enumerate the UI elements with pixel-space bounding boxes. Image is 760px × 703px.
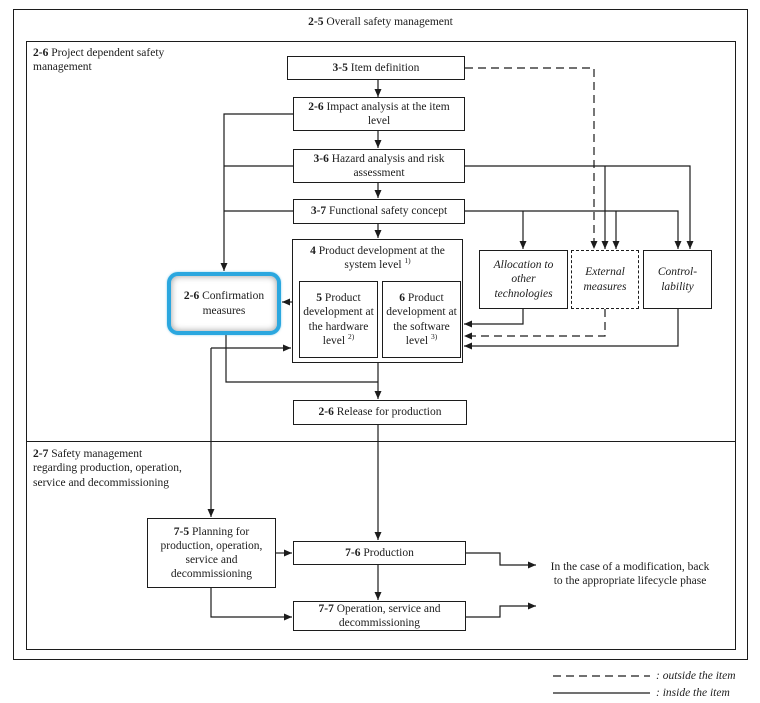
box-planning: 7-5 Planning for production, operation, … [147,518,276,588]
box-software-development: 6 Product development at the software le… [382,281,461,358]
arrow-planning-to-operation [210,588,292,621]
box-operation-service: 7-7 Operation, service and decommissioni… [293,601,466,631]
section-lower-label: 2-7 Safety management regarding producti… [33,448,182,489]
line-fsc-to-controllability [465,210,682,249]
box-hazard-analysis: 3-6 Hazard analysis and risk assessment [293,149,465,183]
box-allocation-other-technologies: Allocation to other technologies [479,250,568,309]
overall-safety-frame [13,9,748,660]
box-release-for-production: 2-6 Release for production [293,400,467,425]
dashed-item-to-external [465,67,598,249]
line-confirmation-to-release [225,335,378,383]
box-external-measures: External measures [571,250,639,309]
box-item-definition: 3-5 Item definition [287,56,465,80]
legend-outside-label: : outside the item [656,670,736,682]
lower-section-lines [210,549,536,621]
right-side-lines [464,67,694,350]
legend-line-samples [553,675,650,694]
box-production: 7-6 Production [293,541,466,565]
lower-safety-frame [26,441,736,650]
page-title: 2-5 Overall safety management [308,16,453,28]
arrow-production-to-modification [466,552,536,569]
box-controllability: Control-lability [643,250,712,309]
box-impact-analysis: 2-6 Impact analysis at the item level [293,97,465,131]
box-functional-safety-concept: 3-7 Functional safety concept [293,199,465,224]
line-hazard-to-controllability [465,165,694,249]
line-allocation-to-systemdev [464,309,524,328]
confirmation-collector-lines [207,113,378,517]
modification-note: In the case of a modification, back to t… [550,561,710,588]
box-confirmation-measures-highlighted[interactable]: 2-6 Confirmation measures [167,272,281,335]
section-project-label: 2-6 Project dependent safety management [33,47,165,74]
line-controllability-to-systemdev [464,309,679,350]
box-hardware-development: 5 Product development at the hardware le… [299,281,378,358]
legend-inside-label: : inside the item [656,687,730,699]
dashed-external-to-systemdev [464,309,606,340]
arrow-operation-to-modification [466,602,536,618]
line-impact-to-confirmation [220,113,293,271]
